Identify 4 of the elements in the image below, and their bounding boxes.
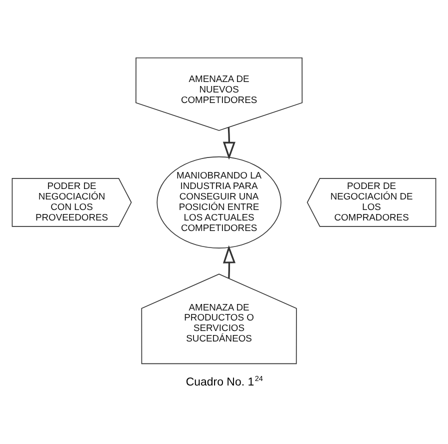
arrow [222,245,236,278]
arrow [222,127,236,160]
node-ellipse: MANIOBRANDO LA INDUSTRIA PARA CONSEGUIR UNA POSICIÓN ENTRE LOS ACTUALES COMPETIDORES [156,156,282,248]
caption: Cuadro No. 1$^{24}$ [186,374,263,388]
